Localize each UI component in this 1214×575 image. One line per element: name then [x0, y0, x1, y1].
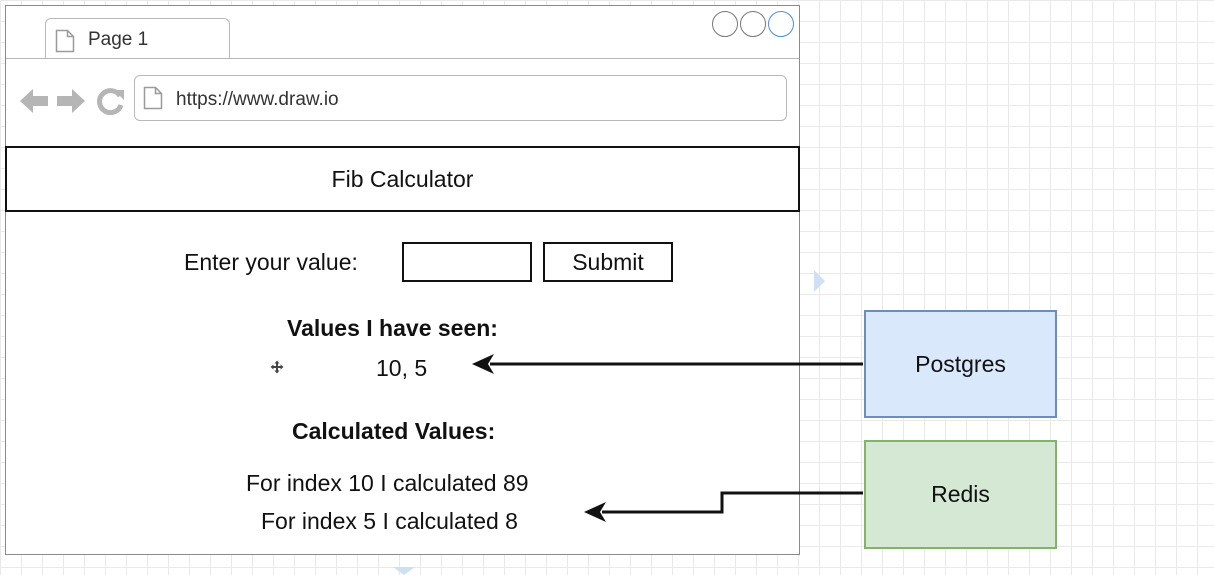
postgres-box[interactable]: Postgres: [864, 310, 1057, 418]
postgres-label: Postgres: [915, 350, 1006, 377]
submit-button[interactable]: Submit: [543, 242, 673, 282]
url-text: https://www.draw.io: [176, 89, 339, 110]
browser-toolbar: https://www.draw.io: [6, 59, 799, 131]
seen-values-list: 10, 5: [376, 355, 428, 381]
back-arrow-icon[interactable]: [18, 87, 50, 120]
minimize-button[interactable]: [712, 11, 738, 37]
calculated-value-item: For index 10 I calculated 89: [246, 470, 529, 496]
move-icon: [270, 360, 284, 379]
redis-label: Redis: [931, 481, 990, 507]
page-title: Fib Calculator: [5, 146, 800, 212]
maximize-button[interactable]: [740, 11, 766, 37]
redis-box[interactable]: Redis: [864, 440, 1057, 549]
forward-arrow-icon[interactable]: [55, 87, 87, 120]
calculated-values-heading: Calculated Values:: [292, 418, 496, 444]
tab-label: Page 1: [88, 29, 149, 50]
value-input[interactable]: [402, 242, 532, 282]
value-label: Enter your value:: [184, 249, 358, 275]
reload-icon[interactable]: [96, 87, 126, 120]
page-title-text: Fib Calculator: [331, 165, 474, 192]
page-icon: [143, 86, 163, 115]
seen-values-heading: Values I have seen:: [287, 315, 498, 341]
calculated-value-item: For index 5 I calculated 8: [261, 508, 518, 534]
browser-tab[interactable]: Page 1: [45, 18, 230, 58]
page-icon: [55, 29, 75, 58]
address-bar[interactable]: https://www.draw.io: [134, 75, 787, 121]
close-button[interactable]: [768, 11, 794, 37]
browser-mockup: Page 1: [5, 5, 800, 555]
tab-strip: Page 1: [6, 6, 799, 59]
window-controls: [712, 11, 794, 37]
